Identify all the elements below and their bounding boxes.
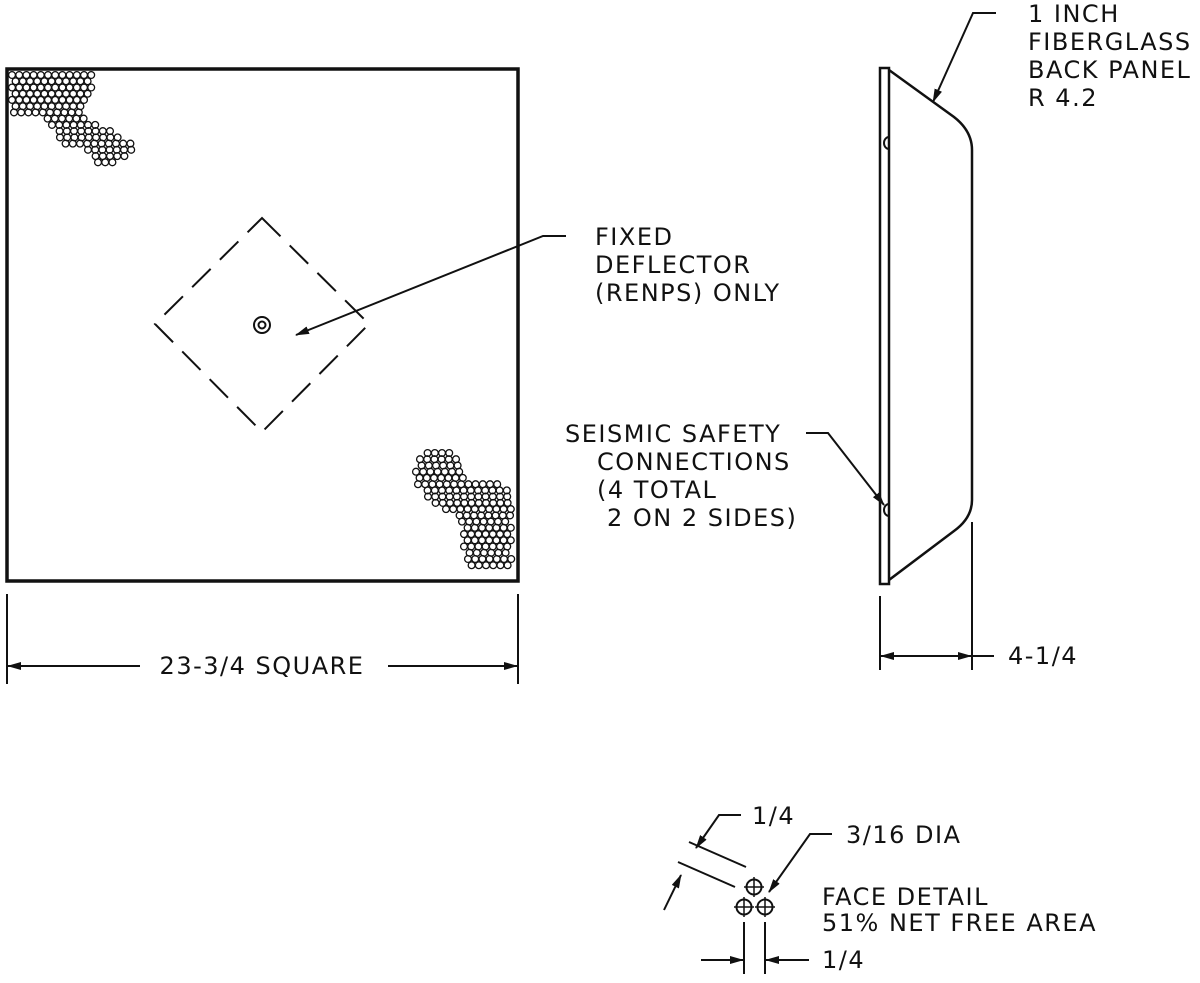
perforation-hole [9,108,19,117]
deflector-label: FIXED DEFLECTOR (RENPS) ONLY [595,223,781,307]
perforation-hole [83,89,92,98]
deflector-dashed-outline [153,216,371,434]
perforation-hole [22,95,31,104]
perforation-hole [413,480,423,489]
perforation-hole [18,77,27,86]
side-view: 1 INCH FIBERGLASS BACK PANEL R 4.2 SEISM… [565,0,1200,670]
perforation-hole [76,77,85,86]
seismic-clip-top [883,136,890,150]
perforation-hole [61,139,70,148]
perforation-hole [127,145,136,154]
perforation-hole [506,523,515,532]
perforation-hole [120,152,129,161]
perforation-hole [7,95,17,104]
face-detail-label: FACE DETAIL 51% NET FREE AREA [822,883,1097,937]
perforation-hole [33,77,42,86]
perforation-hole [489,561,498,570]
perforation-hole [459,542,469,551]
perforation-hole-right [755,897,775,917]
perforation-hole [496,561,505,570]
perforation-hole [485,523,494,532]
perforation-hole [29,95,38,104]
perforation-hole-top [744,877,764,897]
perforation-hole [87,70,96,80]
perforation-hole [506,536,515,545]
perforation-hole [503,498,512,507]
perforation-hole [25,77,35,86]
back-pan-profile [888,68,974,581]
depth-dimension-label: 4-1/4 [1008,642,1078,670]
seismic-leader [806,432,885,506]
perforation-hole [492,523,501,532]
face-detail: 1/4 3/16 DIA FACE DETAIL 51% NET FREE AR… [663,802,1097,974]
perforation-hole [31,108,40,117]
perforation-hole [477,523,487,532]
perforation-hole [43,114,52,123]
perforation-hole [467,561,476,570]
perforation-hole [40,77,49,86]
back-panel-leader [932,12,996,103]
hole-diameter-leader [768,833,832,893]
perforation-hole [24,108,33,117]
perforation-hole [38,108,47,117]
perforation-hole [72,95,81,104]
perforation-hole [83,77,92,86]
perforation-hole-left [734,897,754,917]
perforation-hole [69,77,78,86]
perforation-hole [47,120,57,129]
hole-diameter-label: 3/16 DIA [846,821,962,849]
deflector-leader [295,235,566,336]
perforation-hole [43,95,53,104]
perforation-hole [503,530,512,539]
perforation-hole [75,139,85,148]
perforation-hole [463,523,472,532]
perforation-hole [457,517,467,526]
perforation-hole [15,95,24,104]
center-fastener [253,316,271,334]
perforation-hole [58,95,67,104]
perforation-hole [449,505,458,514]
pitch-bottom-label: 1/4 [822,946,865,974]
seismic-clip-bottom [883,503,890,517]
perforation-hole [61,77,71,86]
perforation-hole [507,554,516,564]
perforation-hole [470,523,479,532]
panel-face-outline [5,67,520,583]
perforation-hole [65,95,74,104]
perforation-hole [474,561,483,570]
perforation-pattern-top-left [7,70,136,167]
perforation-hole [54,77,63,86]
width-dimension: 23-3/4 SQUARE [6,594,519,684]
front-view: FIXED DEFLECTOR (RENPS) ONLY 23-3/4 SQUA… [5,67,781,684]
depth-dimension: 4-1/4 [879,522,1078,670]
perforation-hole [505,511,515,520]
perforation-hole [108,158,117,167]
perforation-hole [68,139,77,148]
perforation-hole [503,561,512,570]
perforation-hole [481,561,491,570]
square-dimension-label: 23-3/4 SQUARE [160,652,365,680]
back-panel-label: 1 INCH FIBERGLASS BACK PANEL R 4.2 [1028,0,1200,112]
pitch-top-label: 1/4 [752,802,795,830]
perforation-hole [36,95,45,104]
horizontal-pitch-dimension: 1/4 [701,922,865,974]
diagonal-pitch-dimension: 1/4 [663,802,795,911]
perforation-hole [93,158,103,167]
perforation-hole [11,77,20,86]
perforation-hole [47,77,56,86]
perforation-hole [455,467,464,476]
perforation-hole [441,505,451,514]
perforation-hole [79,95,89,104]
perforation-hole [87,83,96,92]
perforation-hole [499,523,508,532]
perforation-hole [51,95,60,104]
face-flange [878,66,891,586]
seismic-label: SEISMIC SAFETY CONNECTIONS (4 TOTAL 2 ON… [565,420,800,532]
perforation-pattern-bottom-right [411,448,516,570]
perforation-hole [17,108,26,117]
perforation-hole [101,158,110,167]
